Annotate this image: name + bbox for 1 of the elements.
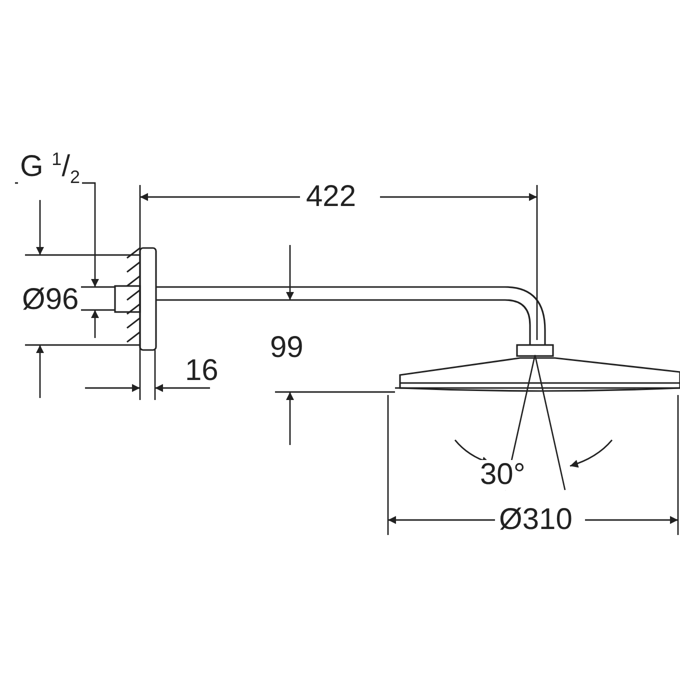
thread-size-label: G $^{1}$/$_{2}$ [18,150,82,186]
